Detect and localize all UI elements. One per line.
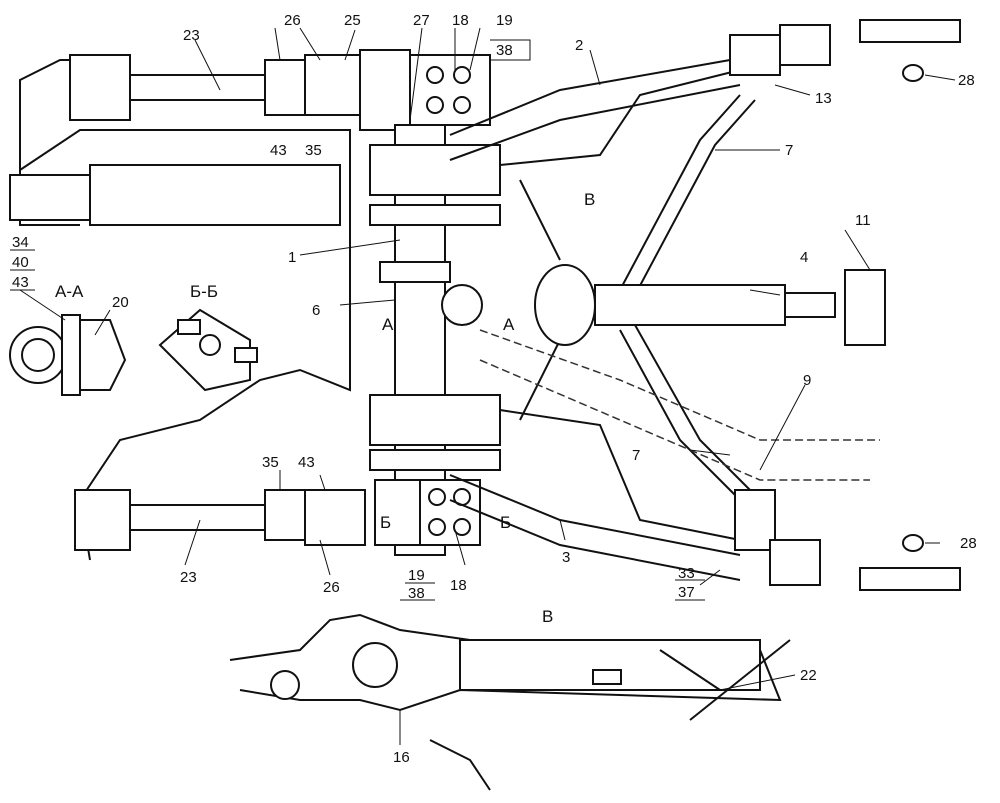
callout-9: 9 <box>803 372 811 389</box>
section-label-b-b: Б-Б <box>190 282 218 301</box>
lower-rod-end <box>74 489 131 551</box>
section-arrow-a-right: А <box>503 315 515 334</box>
upper-hook-end <box>859 19 961 43</box>
callout-23-lower: 23 <box>180 569 197 586</box>
section-a-a <box>9 314 127 396</box>
section-label-a-a: А-А <box>55 282 84 301</box>
bracket-25 <box>359 49 411 131</box>
callout-2: 2 <box>575 37 583 54</box>
bolt-block-lower <box>419 479 481 546</box>
view-v <box>229 613 791 791</box>
callout-40: 40 <box>12 254 29 271</box>
leader-lines <box>10 27 956 745</box>
callout-28-upper: 28 <box>958 72 975 89</box>
upper-link-2 <box>449 59 741 166</box>
callout-7-upper: 7 <box>785 142 793 159</box>
section-b-b <box>158 308 258 392</box>
callout-19-lower: 19 <box>408 567 425 584</box>
callout-26-upper: 26 <box>284 12 301 29</box>
tractor-frame-outline <box>19 59 351 561</box>
callout-43-section: 43 <box>12 274 29 291</box>
clamp-26-lower-b <box>304 489 366 546</box>
cap-28-lower <box>902 534 924 552</box>
upper-hub <box>369 144 501 196</box>
brace-7-lower <box>619 324 756 501</box>
callout-35-upper: 35 <box>305 142 322 159</box>
section-arrow-b-right: Б <box>500 513 511 532</box>
upper-rod-23 <box>109 74 281 101</box>
clamp-26-upper-b <box>304 54 366 116</box>
hydraulic-cylinder <box>89 164 341 226</box>
lower-ring <box>369 449 501 471</box>
bolt-block-upper <box>409 54 491 126</box>
cap-28-upper <box>902 64 924 82</box>
callout-22: 22 <box>800 667 817 684</box>
lower-hub <box>369 394 501 446</box>
section-arrow-b-left: Б <box>380 513 391 532</box>
callout-43-upper: 43 <box>270 142 287 159</box>
callout-1: 1 <box>288 249 296 266</box>
clamp-26-lower-a <box>264 489 306 541</box>
callout-34: 34 <box>12 234 29 251</box>
callout-33: 33 <box>678 565 695 582</box>
callout-3: 3 <box>562 549 570 566</box>
callout-6: 6 <box>312 302 320 319</box>
callout-25: 25 <box>344 12 361 29</box>
callout-13: 13 <box>815 90 832 107</box>
callout-37: 37 <box>678 584 695 601</box>
callout-35-lower: 35 <box>262 454 279 471</box>
view-label-v: В <box>542 607 553 626</box>
section-arrow-v: В <box>584 190 595 209</box>
callout-18-upper: 18 <box>452 12 469 29</box>
callout-11: 11 <box>855 212 871 229</box>
clamp-26-upper-a <box>264 59 306 116</box>
callout-38-lower: 38 <box>408 585 425 602</box>
lower-rod-23 <box>109 504 281 531</box>
section-arrow-a-left: А <box>382 315 394 334</box>
callout-26-lower: 26 <box>323 579 340 596</box>
top-link-mount <box>534 264 596 346</box>
upper-ring <box>369 204 501 226</box>
callout-38-upper: 38 <box>496 42 513 59</box>
chain <box>519 179 561 421</box>
callout-18-lower: 18 <box>450 577 467 594</box>
upper-rod-end <box>69 54 131 121</box>
brace-7-upper <box>619 94 756 296</box>
callout-16: 16 <box>393 749 410 766</box>
callout-43-lower: 43 <box>298 454 315 471</box>
callout-20: 20 <box>112 294 129 311</box>
callout-19-upper: 19 <box>496 12 513 29</box>
callout-4: 4 <box>800 249 808 266</box>
cylinder-mount <box>9 174 91 221</box>
callout-27: 27 <box>413 12 430 29</box>
callout-23-upper: 23 <box>183 27 200 44</box>
top-link-hook-11 <box>844 269 886 346</box>
callout-28-lower: 28 <box>960 535 977 552</box>
lower-hook-end <box>859 567 961 591</box>
callout-7-lower: 7 <box>632 447 640 464</box>
